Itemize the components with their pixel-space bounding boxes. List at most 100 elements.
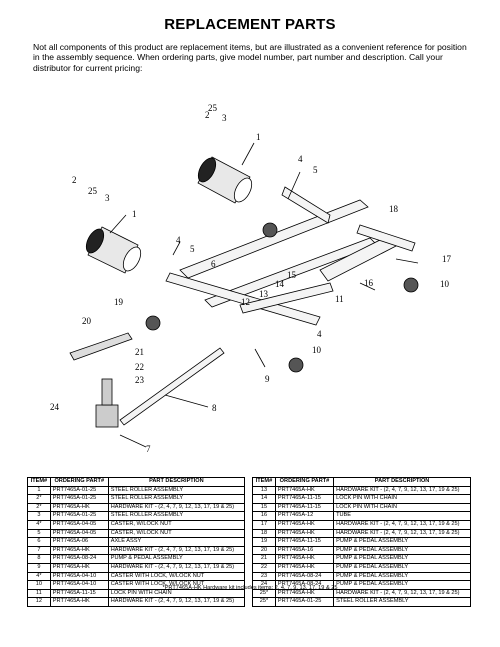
item-cell: 22 [252,562,276,573]
item-cell: 9 [27,562,51,573]
callout-label: 9 [265,374,270,384]
item-cell: 25* [252,597,276,607]
item-cell: 20 [252,545,276,556]
callout-label: 14 [275,279,285,289]
item-cell: 18 [252,528,276,539]
part-cell: PRT7465A-11-15 [274,494,335,504]
part-cell: PRT7465A-06 [49,537,109,547]
description-cell: AXLE ASSY [107,537,246,547]
description-cell: PUMP & PEDAL ASSEMBLY [107,554,246,564]
description-cell: CASTER WITH LOCK, W/LOCK NUT [107,571,246,582]
part-cell: PRT7465A-01-25 [49,485,109,496]
callout-label: 18 [389,204,399,214]
item-cell: 14 [252,494,276,504]
item-cell: 17 [252,519,276,530]
description-cell: STEEL ROLLER ASSEMBLY [333,597,471,607]
exploded-parts-diagram: 1 2 25 3 4 5 1 2 25 3 4 5 6 18 17 10 16 … [30,95,470,467]
item-cell: 7 [27,545,51,556]
part-cell: PRT7465A-HK [274,519,335,530]
item-cell: 12 [27,597,51,607]
table-header-row: ITEM# ORDERING PART# PART DESCRIPTION [27,477,246,487]
part-cell: PRT7465A-12 [274,511,335,521]
part-cell: PRT7465A-HK [274,528,335,539]
description-cell: HARDWARE KIT - (2, 4, 7, 9, 12, 13, 17, … [107,545,246,556]
column-header-description: PART DESCRIPTION [107,477,246,487]
callout-label: 22 [135,362,144,372]
description-cell: TUBE [333,511,471,521]
callout-label: 4 [298,154,303,164]
description-cell: HARDWARE KIT - (2, 4, 7, 9, 12, 13, 17, … [107,597,246,607]
column-header-description: PART DESCRIPTION [333,477,471,487]
column-header-item: ITEM# [27,477,51,487]
item-cell: 4* [27,519,51,530]
column-header-item: ITEM# [252,477,276,487]
description-cell: CASTER, W/LOCK NUT [107,519,246,530]
callout-label: 6 [211,259,216,269]
callout-label: 12 [241,297,250,307]
callout-label: 1 [132,209,137,219]
description-cell: STEEL ROLLER ASSEMBLY [107,511,246,521]
description-cell: HARDWARE KIT - (2, 4, 7, 9, 12, 13, 17, … [333,528,471,539]
column-header-part: ORDERING PART# [49,477,109,487]
item-cell: 2* [27,502,51,513]
callout-label: 2 [72,175,77,185]
part-cell: PRT7465A-04-05 [49,519,109,530]
callout-label: 11 [335,294,344,304]
callout-label: 23 [135,375,145,385]
part-cell: PRT7465A-HK [274,554,335,564]
item-cell: 13 [252,485,276,496]
column-header-part: ORDERING PART# [274,477,335,487]
part-cell: PRT7465A-01-25 [49,494,109,504]
description-cell: PUMP & PEDAL ASSEMBLY [333,537,471,547]
item-cell: 2* [27,494,51,504]
item-cell: 21 [252,554,276,564]
callout-label: 21 [135,347,144,357]
item-cell: 23 [252,571,276,582]
item-cell: 16 [252,511,276,521]
part-cell: PRT7465A-HK [49,545,109,556]
callout-label: 3 [105,193,110,203]
description-cell: HARDWARE KIT - (2, 4, 7, 9, 12, 13, 17, … [107,502,246,513]
part-cell: PRT7465A-HK [274,562,335,573]
item-cell: 8 [27,554,51,564]
description-cell: HARDWARE KIT - (2, 4, 7, 9, 12, 13, 17, … [333,519,471,530]
item-cell: 4* [27,571,51,582]
callout-label: 20 [82,316,92,326]
callout-label: 3 [222,113,227,123]
callout-label: 13 [259,289,269,299]
item-cell: 6 [27,537,51,547]
table-header-row: ITEM# ORDERING PART# PART DESCRIPTION [252,477,471,487]
callout-label: 17 [442,254,452,264]
description-cell: LOCK PIN WITH CHAIN [333,494,471,504]
parts-table-right: ITEM# ORDERING PART# PART DESCRIPTION 13… [252,477,471,607]
description-cell: HARDWARE KIT - (2, 4, 7, 9, 12, 13, 17, … [107,562,246,573]
part-cell: PRT7465A-HK [49,502,109,513]
item-cell: 15 [252,502,276,513]
description-cell: STEEL ROLLER ASSEMBLY [107,485,246,496]
part-cell: PRT7465A-HK [49,562,109,573]
callout-label: 25 [88,186,98,196]
part-cell: PRT7465A-04-10 [49,571,109,582]
callout-label: 19 [114,297,124,307]
callout-label: 25 [208,103,218,113]
part-cell: PRT7465A-HK [49,597,109,607]
callout-label: 4 [176,235,181,245]
description-cell: PUMP & PEDAL ASSEMBLY [333,554,471,564]
part-cell: PRT7465A-01-25 [49,511,109,521]
description-cell: CASTER, W/LOCK NUT [107,528,246,539]
